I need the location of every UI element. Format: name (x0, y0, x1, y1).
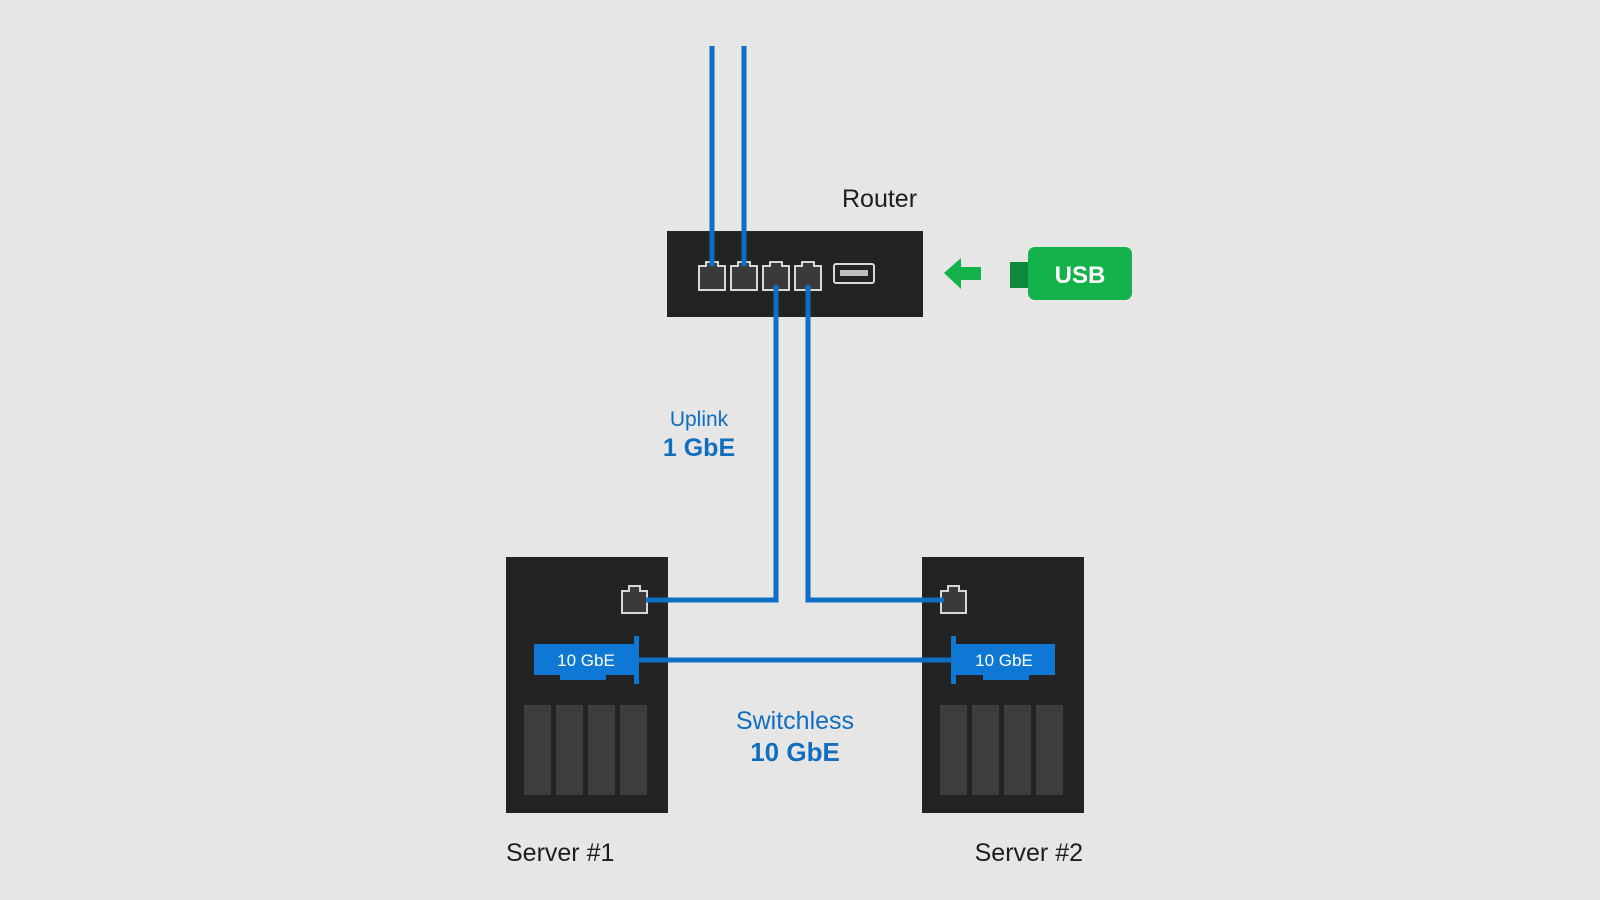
server-2-nic-edge (983, 674, 1029, 680)
router-ethernet-port-3 (762, 261, 790, 291)
router-ethernet-port-2 (730, 261, 758, 291)
server-1: 10 GbE (506, 557, 668, 813)
switchless-title: Switchless (736, 707, 854, 735)
usb-stick-connector (1010, 262, 1032, 288)
server-1-drive-bay (524, 705, 551, 795)
server-1-nic-edge (560, 674, 606, 680)
server-2-drive-bay (972, 705, 999, 795)
server-1-ethernet-port (621, 585, 648, 614)
server-2-nic (951, 644, 1055, 675)
server-2-nic-bracket (951, 636, 956, 684)
server-1-drive-bay (588, 705, 615, 795)
router-ethernet-port-4 (794, 261, 822, 291)
insert-arrow-icon (944, 258, 981, 289)
server-2-drive-bay (1036, 705, 1063, 795)
uplink-speed: 1 GbE (663, 434, 735, 462)
usb-stick: USB (1010, 247, 1132, 300)
server-2-label: Server #2 (975, 839, 1083, 867)
switchless-speed: 10 GbE (750, 737, 840, 767)
usb-label: USB (1055, 262, 1106, 289)
usb-stick-body (1028, 247, 1132, 300)
server-1-drive-bay (620, 705, 647, 795)
router-ethernet-port-1 (698, 261, 726, 291)
server-2: 10 GbE (922, 557, 1084, 813)
server-1-nic (534, 644, 638, 675)
server-2-ethernet-port (940, 585, 967, 614)
server-1-drive-bay (556, 705, 583, 795)
uplink-cable-server-1 (646, 285, 779, 603)
server-1-nic-bracket (634, 636, 639, 684)
router (667, 231, 923, 317)
server-1-nic-label: 10 GbE (557, 651, 615, 670)
router-label: Router (842, 185, 917, 213)
server-1-label: Server #1 (506, 839, 614, 867)
uplink-cable-server-2 (805, 285, 944, 603)
uplink-title: Uplink (670, 408, 729, 431)
server-2-drive-bay (940, 705, 967, 795)
server-2-nic-label: 10 GbE (975, 651, 1033, 670)
server-2-drive-bay (1004, 705, 1031, 795)
router-usb-port-slot (840, 270, 868, 276)
